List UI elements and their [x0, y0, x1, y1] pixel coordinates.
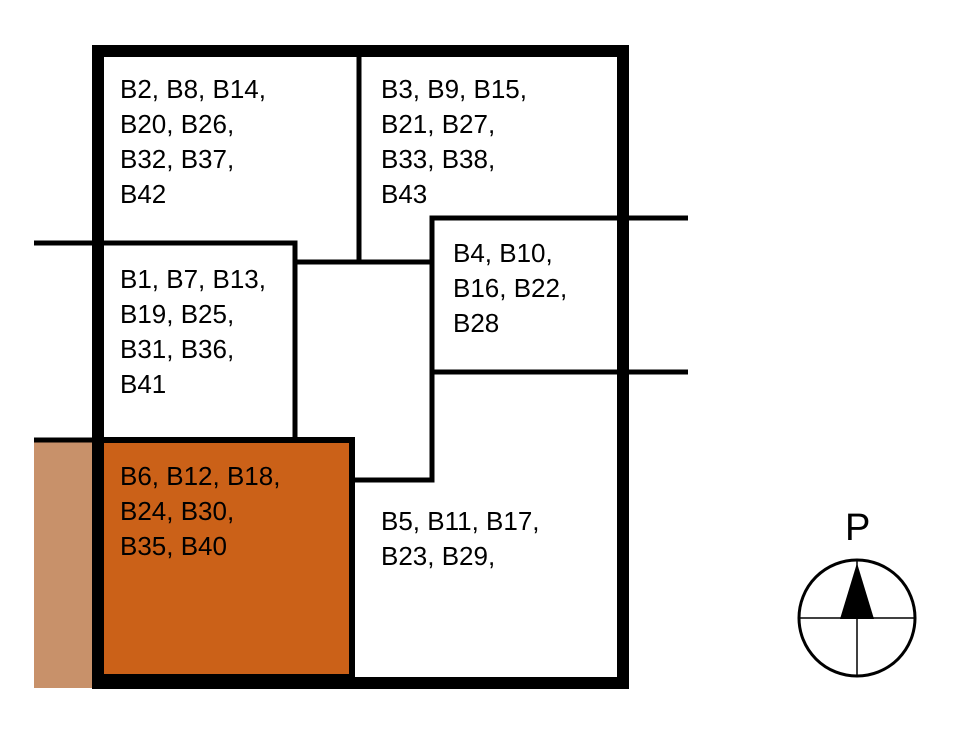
compass: P	[797, 507, 917, 678]
highlighted-room-border	[95, 437, 355, 680]
wall-middle-left-room	[34, 240, 298, 440]
room-bottom-right-line-1: B5, B11, B17,	[381, 506, 540, 536]
outer-wall	[92, 45, 629, 689]
room-top-left-line-3: B32, B37,	[120, 144, 234, 174]
exterior-strip	[34, 440, 98, 688]
room-top-right-line-4: B43	[381, 179, 427, 209]
room-top-left-line-4: B42	[120, 179, 166, 209]
north-arrow-icon	[797, 558, 917, 678]
room-top-right-line-2: B21, B27,	[381, 109, 495, 139]
room-top-left-line-2: B20, B26,	[120, 109, 234, 139]
room-top-left-line-1: B2, B8, B14,	[120, 74, 266, 104]
wall-middle-right-room	[352, 215, 688, 483]
room-middle-left-line-2: B19, B25,	[120, 299, 234, 329]
room-top-right-line-3: B33, B38,	[381, 144, 495, 174]
room-middle-right-line-2: B16, B22,	[453, 273, 567, 303]
room-middle-left-label: B1, B7, B13, B19, B25, B31, B36, B41	[120, 264, 273, 399]
interior-walls	[34, 57, 688, 483]
room-bottom-left-line-1: B6, B12, B18,	[120, 461, 280, 491]
room-top-right-label: B3, B9, B15, B21, B27, B33, B38, B43	[381, 74, 534, 209]
room-middle-left-line-4: B41	[120, 369, 166, 399]
highlighted-room-fill	[98, 440, 352, 677]
room-bottom-left-line-2: B24, B30,	[120, 496, 234, 526]
compass-label: P	[845, 507, 870, 549]
room-bottom-left-line-3: B35, B40	[120, 531, 227, 561]
room-middle-right-line-1: B4, B10,	[453, 238, 553, 268]
room-bottom-right-line-2: B23, B29,	[381, 541, 495, 571]
room-bottom-right-label: B5, B11, B17, B23, B29,	[381, 506, 547, 571]
room-middle-left-line-3: B31, B36,	[120, 334, 234, 364]
room-middle-right-line-3: B28	[453, 308, 499, 338]
room-top-right-line-1: B3, B9, B15,	[381, 74, 527, 104]
room-middle-left-line-1: B1, B7, B13,	[120, 264, 266, 294]
room-top-left-label: B2, B8, B14, B20, B26, B32, B37, B42	[120, 74, 273, 209]
room-bottom-left-label: B6, B12, B18, B24, B30, B35, B40	[120, 461, 288, 561]
room-middle-right-label: B4, B10, B16, B22, B28	[453, 238, 574, 338]
